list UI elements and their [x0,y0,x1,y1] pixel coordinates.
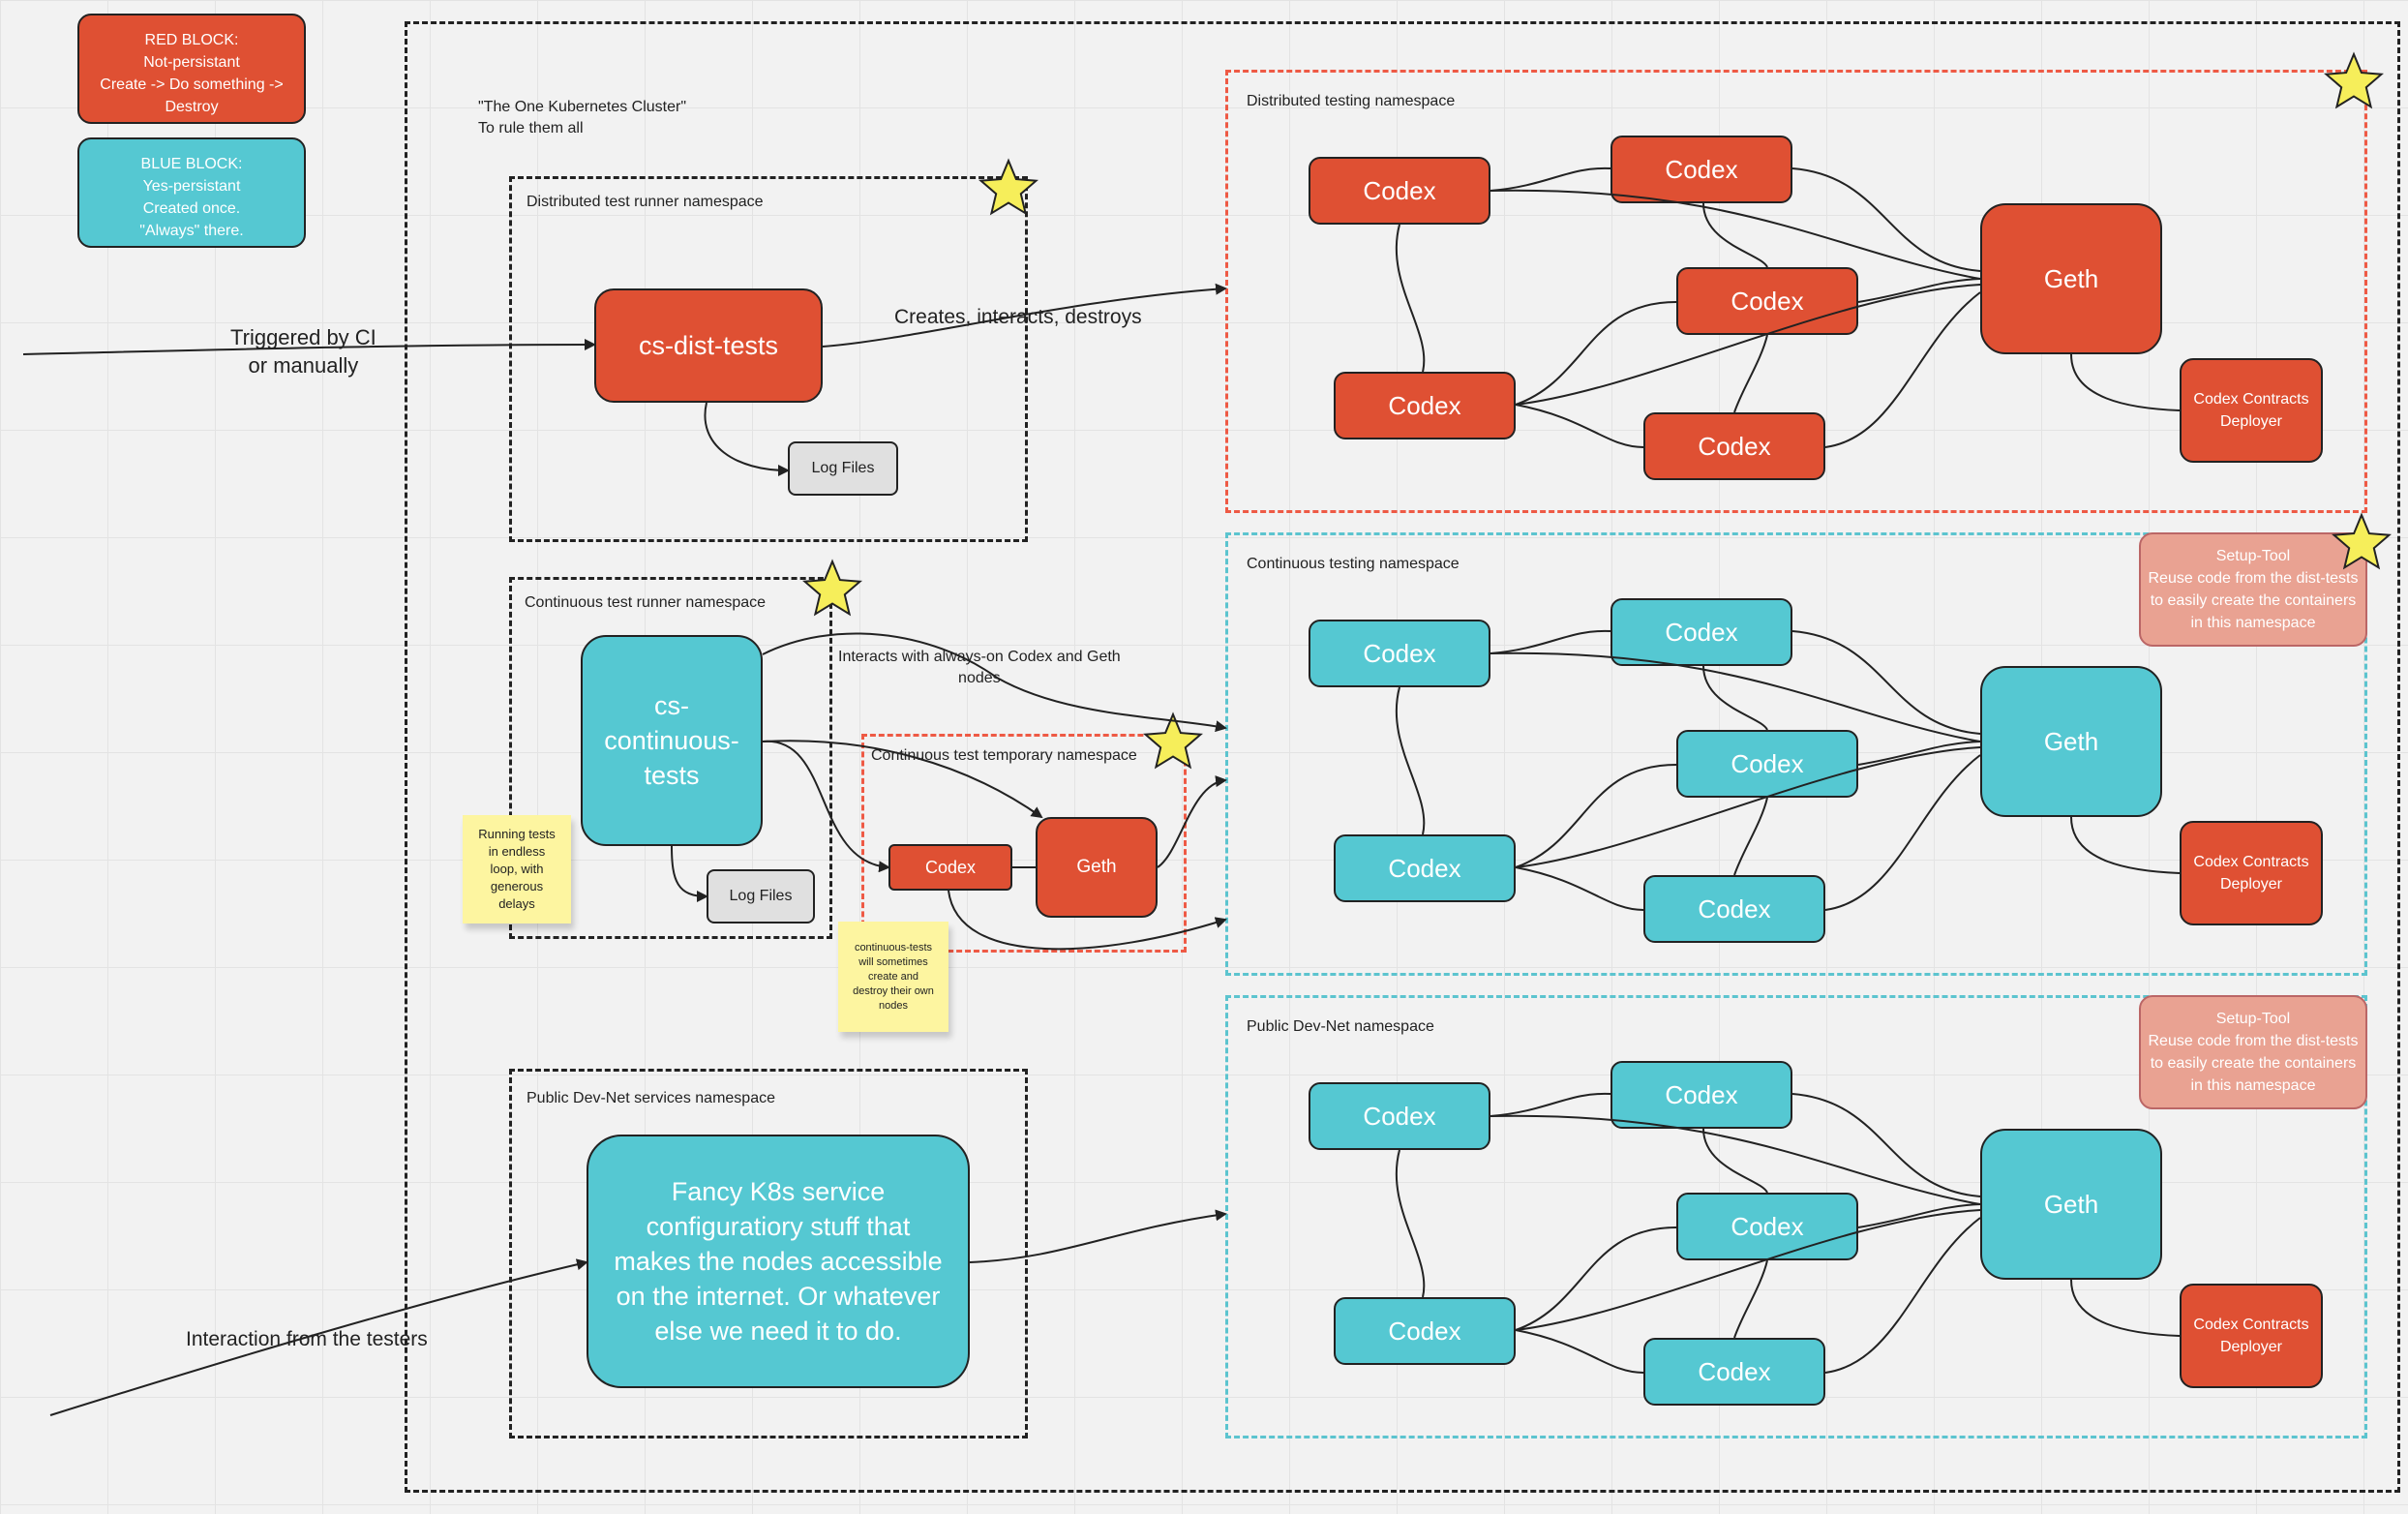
codex-node: Codex [1643,875,1825,943]
codex-node: Codex [1309,620,1490,687]
codex-node: Codex [1610,1061,1792,1129]
codex-node: Codex [1676,1193,1858,1260]
temp-namespace-title: Continuous test temporary namespace [871,747,1137,764]
legend-blue-block: BLUE BLOCK: Yes-persistant Created once.… [77,137,306,248]
cs-continuous-tests-node: cs- continuous- tests [581,635,763,846]
cont-runner-sticky-note: Running tests in endless loop, with gene… [463,815,571,924]
k8s-service-node: Fancy K8s service configuratiory stuff t… [587,1135,970,1388]
setup-tool-node: Setup-Tool Reuse code from the dist-test… [2139,995,2367,1109]
temp-sticky-note: continuous-tests will sometimes create a… [838,922,948,1032]
geth-node: Geth [1980,203,2162,354]
dist-runner-namespace [509,176,1028,542]
cluster-boundary [405,21,2400,1493]
testers-label: Interaction from the testers [186,1328,428,1350]
codex-node: Codex [1334,372,1516,439]
namespace-1 [1225,532,2367,976]
dist-log-files-node: Log Files [788,441,898,496]
namespace-title-1: Continuous testing namespace [1247,556,1460,572]
codex-node: Codex [1610,136,1792,203]
codex-node: Codex [1309,157,1490,225]
triggered-label: Triggered by CI or manually [230,325,376,378]
temp-codex-node: Codex [888,844,1012,891]
geth-node: Geth [1980,666,2162,817]
cluster-title: "The One Kubernetes Cluster" To rule the… [478,99,687,136]
cont-runner-title: Continuous test runner namespace [525,594,767,611]
legend-red-block: RED BLOCK: Not-persistant Create -> Do s… [77,14,306,124]
codex-node: Codex [1676,267,1858,335]
namespace-title-0: Distributed testing namespace [1247,93,1456,109]
setup-tool-node: Setup-Tool Reuse code from the dist-test… [2139,532,2367,647]
codex-node: Codex [1309,1082,1490,1150]
contracts-deployer-node: Codex Contracts Deployer [2180,1284,2323,1388]
cont-edge-label: Interacts with always-on Codex and Geth … [838,649,1121,686]
namespace-title-2: Public Dev-Net namespace [1247,1018,1434,1035]
dist-edge-label: Creates, interacts, destroys [894,306,1142,328]
codex-node: Codex [1334,1297,1516,1365]
codex-node: Codex [1610,598,1792,666]
cont-log-files-node: Log Files [707,869,815,924]
geth-node: Geth [1980,1129,2162,1280]
codex-node: Codex [1676,730,1858,798]
temp-geth-node: Geth [1036,817,1158,918]
devnet-services-title: Public Dev-Net services namespace [527,1090,775,1106]
contracts-deployer-node: Codex Contracts Deployer [2180,821,2323,925]
dist-runner-title: Distributed test runner namespace [527,194,764,210]
cs-dist-tests-node: cs-dist-tests [594,288,823,403]
codex-node: Codex [1334,834,1516,902]
codex-node: Codex [1643,412,1825,480]
codex-node: Codex [1643,1338,1825,1406]
contracts-deployer-node: Codex Contracts Deployer [2180,358,2323,463]
